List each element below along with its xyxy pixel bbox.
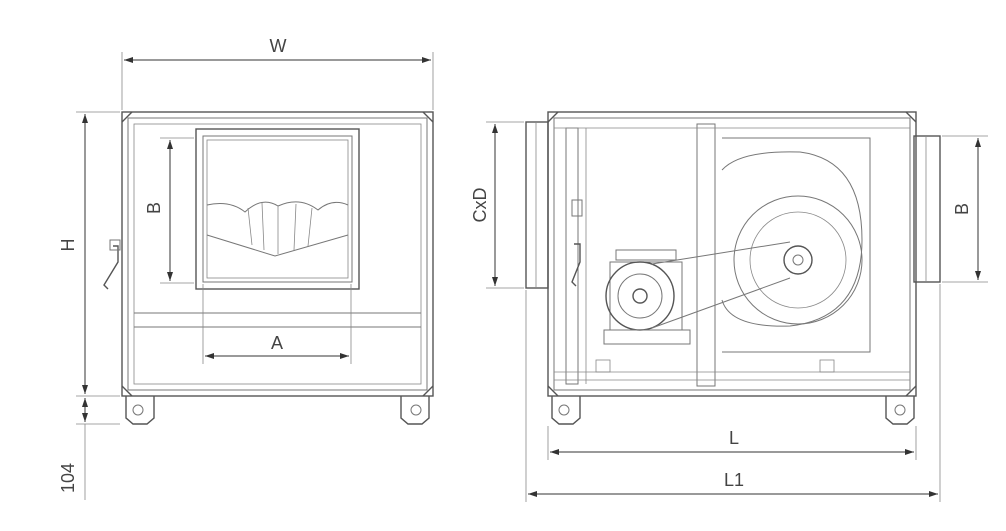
side-inlet-collar xyxy=(525,121,549,289)
front-opening-inner xyxy=(206,139,349,279)
side-foot-left xyxy=(551,396,581,425)
fan-wheel-bottom xyxy=(206,234,349,257)
fan-housing xyxy=(722,137,871,353)
dim-104-label: 104 xyxy=(58,463,78,493)
front-handle-hinge xyxy=(109,239,121,251)
side-mount-right xyxy=(819,359,835,373)
motor-shaft xyxy=(632,288,648,304)
dim-l-label: L xyxy=(729,428,739,448)
side-foot-left-hole xyxy=(558,404,570,416)
front-frame-profile xyxy=(127,117,428,391)
side-left-post xyxy=(565,127,579,385)
front-foot-right-hole xyxy=(410,404,422,416)
fan-wheel-top-curve xyxy=(206,201,349,213)
motor-pulley-inner xyxy=(617,273,663,319)
fan-pulley xyxy=(783,245,813,275)
front-foot-right xyxy=(400,396,430,425)
motor-base xyxy=(603,329,691,345)
front-foot-left xyxy=(125,396,155,425)
fan-wheel-outer xyxy=(733,195,863,325)
dim-l1-label: L1 xyxy=(724,470,744,490)
side-latch xyxy=(571,199,583,217)
dim-b-front-label: B xyxy=(144,202,164,214)
side-handle[interactable] xyxy=(571,243,581,287)
front-opening xyxy=(202,135,353,283)
dim-cxd-label: CxD xyxy=(470,188,490,223)
side-frame-profile xyxy=(553,117,911,391)
side-mount-left xyxy=(595,359,611,373)
front-handle[interactable] xyxy=(103,245,119,290)
fan-shaft xyxy=(792,254,804,266)
side-center-post xyxy=(696,123,716,387)
front-foot-left-hole xyxy=(132,404,144,416)
dim-b-side-label: B xyxy=(952,203,972,215)
side-view: CxD B L L1 xyxy=(470,111,988,502)
side-foot-right xyxy=(885,396,915,425)
fan-wheel-blades xyxy=(749,211,847,309)
front-opening-frame xyxy=(195,128,360,290)
side-foot-right-hole xyxy=(894,404,906,416)
motor-terminal-box xyxy=(615,249,677,261)
front-inner-panel xyxy=(133,123,422,385)
front-outer-frame xyxy=(121,111,434,397)
dim-w-label: W xyxy=(270,36,287,56)
motor-body xyxy=(609,261,683,331)
belt-top xyxy=(651,241,791,265)
side-outlet-collar xyxy=(913,135,941,283)
fan-scroll xyxy=(721,151,863,327)
dim-h-label: H xyxy=(58,239,78,252)
side-outer-frame xyxy=(547,111,917,397)
dim-a-label: A xyxy=(271,333,283,353)
front-view: W H 104 B A xyxy=(58,36,434,500)
belt-bottom xyxy=(651,277,791,329)
front-corners xyxy=(121,111,434,397)
motor-pulley-outer xyxy=(605,261,675,331)
fan-blades xyxy=(247,202,313,254)
side-corners xyxy=(547,111,917,397)
